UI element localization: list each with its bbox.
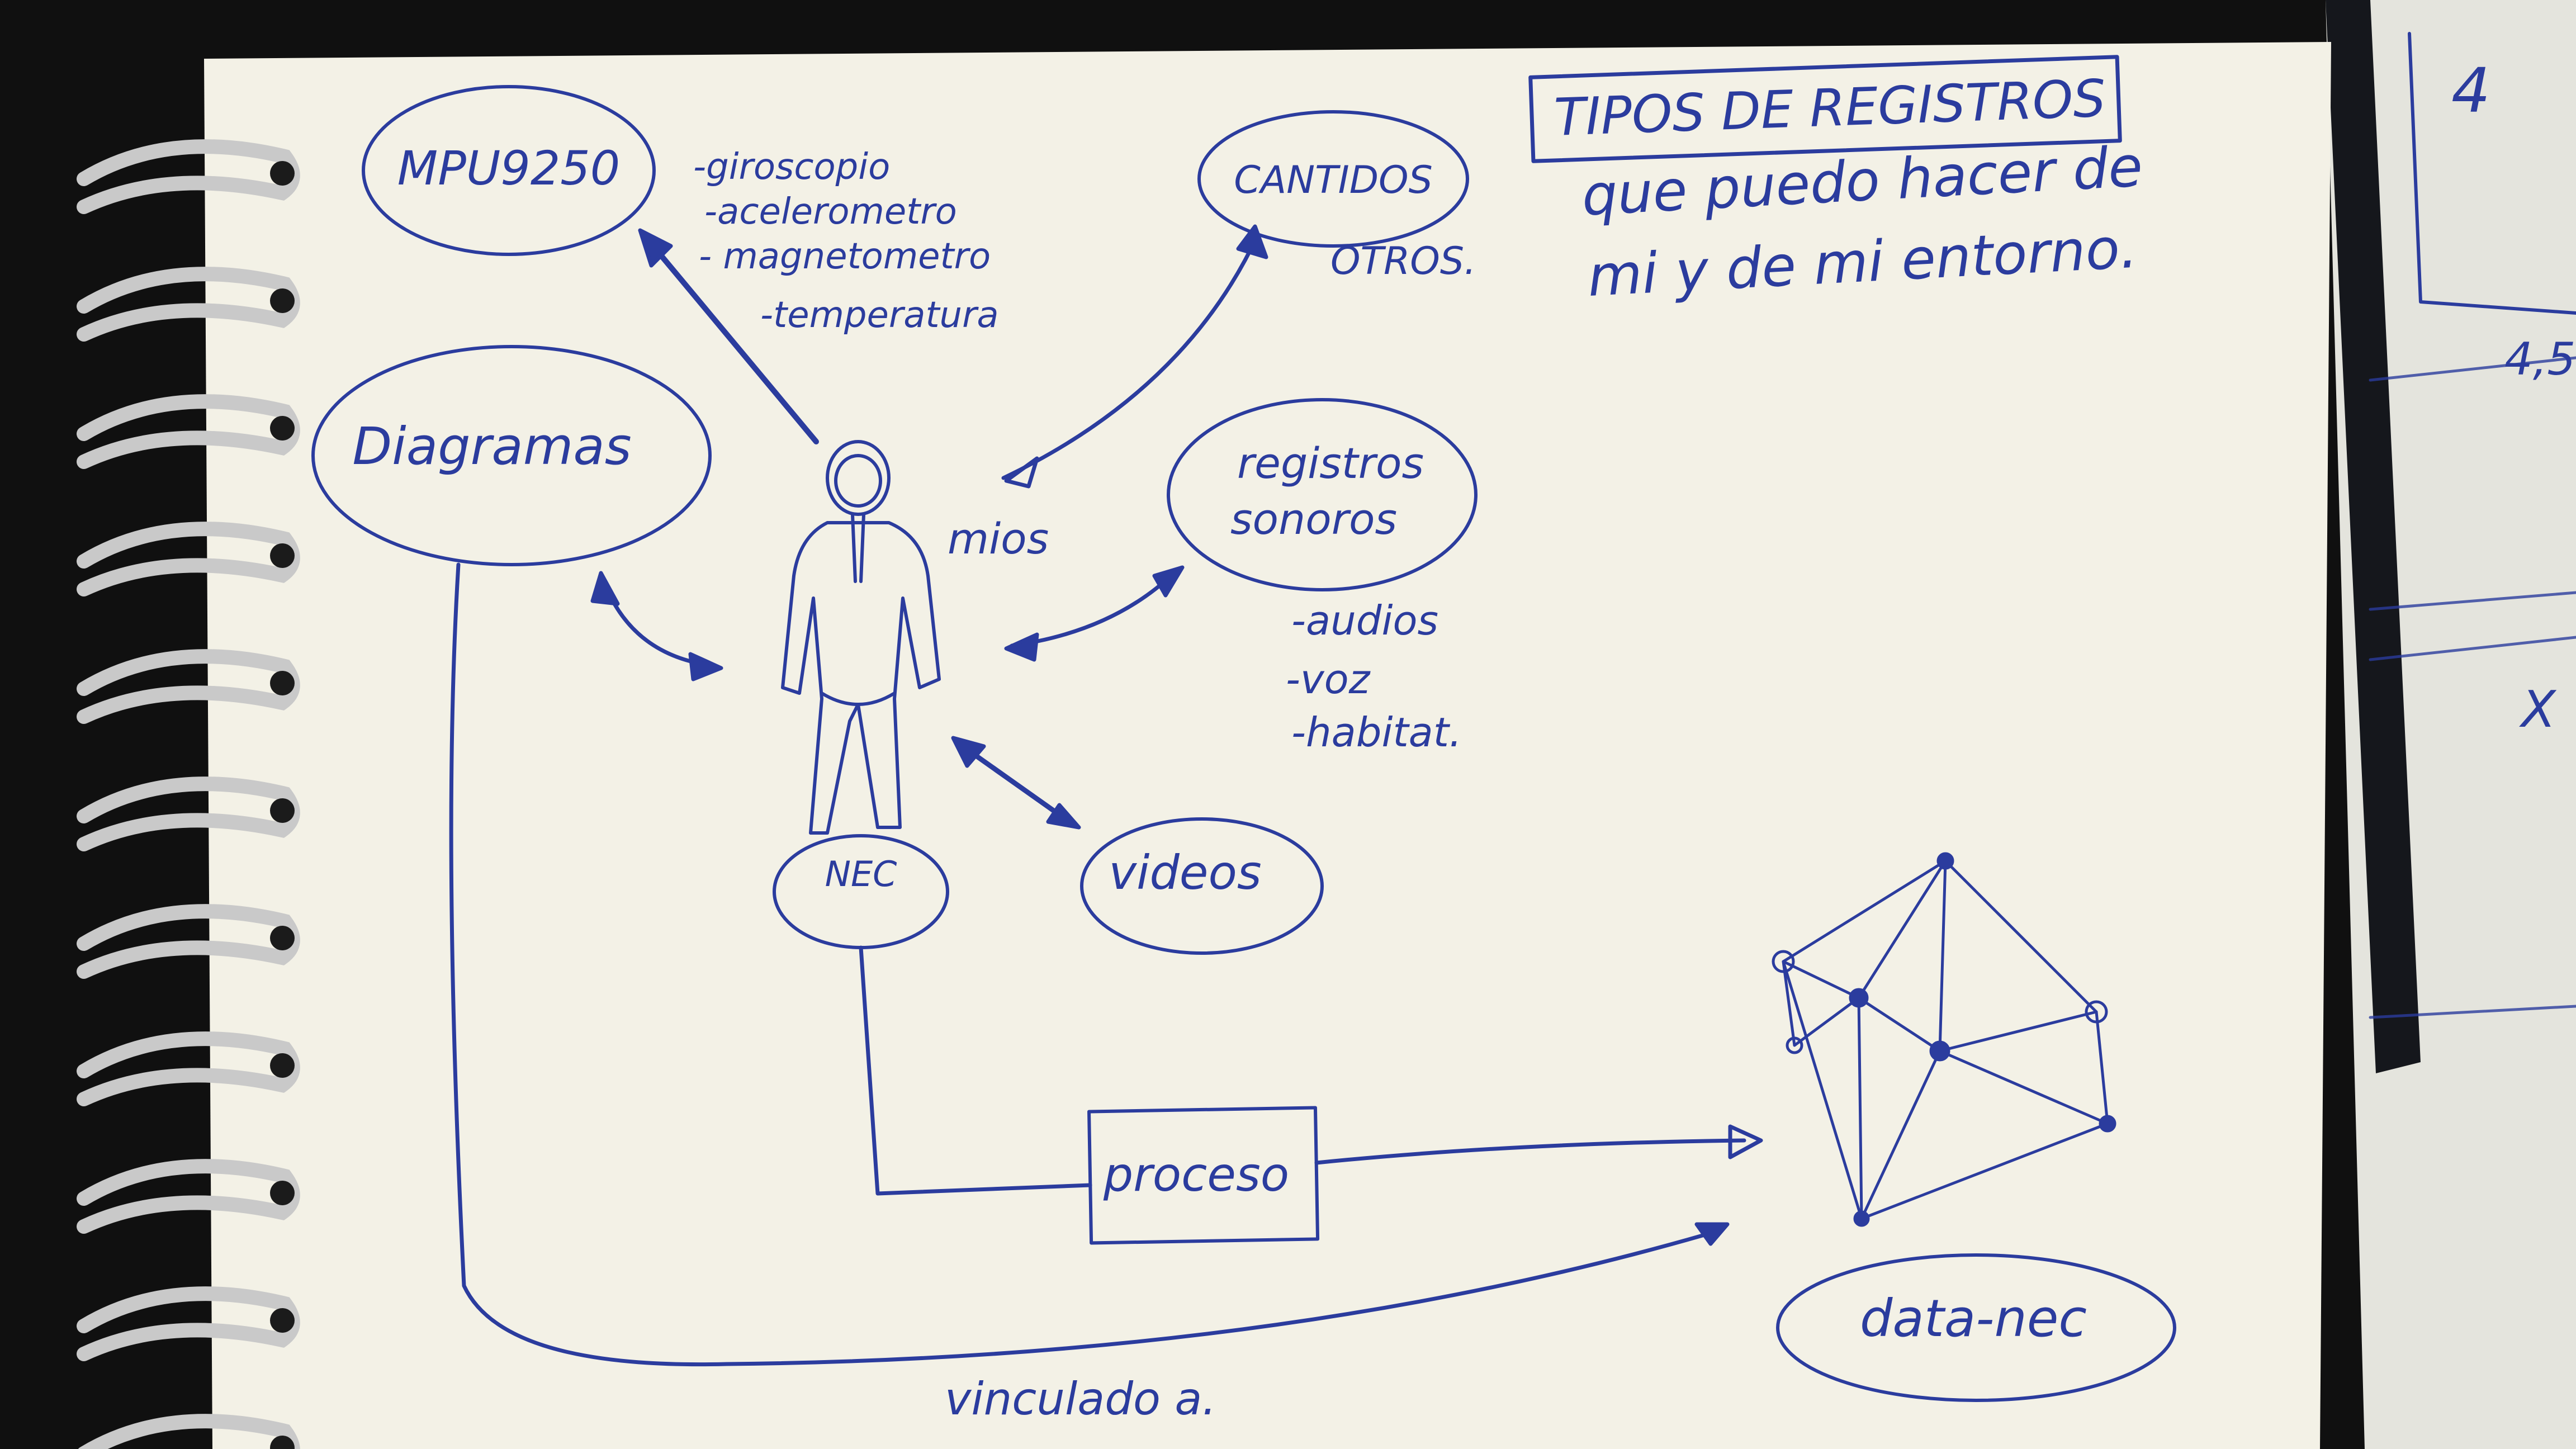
list-item: -audios — [1291, 597, 1438, 644]
arrowhead — [1004, 456, 1039, 489]
registros-node-label-line1: registros — [1237, 438, 1424, 488]
binding-hole — [270, 671, 295, 695]
mpu-sensor-list: -giroscopio -acelerometro - magnetometro… — [693, 146, 999, 336]
proceso-box-label: proceso — [1103, 1147, 1289, 1202]
data-nec-node-label: data-nec — [1860, 1289, 2087, 1348]
arrow-figure-to-cantidos — [1001, 233, 1260, 480]
registros-node-ellipse — [1167, 398, 1478, 591]
arrowhead — [688, 652, 723, 681]
edge-number-4: 4 — [2451, 55, 2490, 126]
network-graph-icon — [1772, 852, 2116, 1227]
notebook-back-cover — [2326, 0, 2421, 1073]
arrowhead — [1694, 1222, 1730, 1246]
binding-hole — [270, 926, 295, 950]
background-sketch-line — [2369, 356, 2576, 1019]
binding-hole — [270, 1436, 295, 1449]
videos-node-label: videos — [1109, 845, 1261, 900]
diagramas-node-ellipse — [311, 345, 712, 566]
binding-hole — [270, 543, 295, 568]
data-nec-node-ellipse — [1776, 1253, 2176, 1402]
background-sketch-line — [2408, 32, 2576, 315]
binding-hole — [270, 1053, 295, 1078]
arrowhead — [1728, 1124, 1763, 1159]
spiral-ring — [78, 1414, 300, 1449]
arrow-proceso-to-network — [1314, 1138, 1746, 1165]
diagramas-node-label: Diagramas — [352, 416, 631, 476]
mios-label: mios — [948, 514, 1049, 564]
proceso-box — [1087, 1106, 1320, 1245]
list-item: -acelerometro — [704, 191, 957, 233]
binding-hole — [270, 288, 295, 313]
binding-hole — [270, 416, 295, 441]
arrowhead — [1004, 632, 1039, 662]
binding-hole — [270, 798, 295, 823]
spiral-binding — [77, 139, 300, 1449]
list-item: -temperatura — [760, 295, 999, 336]
arrow-figure-to-mpu — [646, 238, 819, 444]
connector-nec-to-proceso — [859, 945, 1092, 1196]
arrowhead — [951, 736, 986, 768]
title-box — [1528, 55, 2122, 163]
edge-mark-x: X — [2519, 680, 2557, 739]
cantidos-node-label: CANTIDOS — [1234, 158, 1433, 202]
arrowhead — [638, 228, 673, 268]
cantidos-node-ellipse — [1197, 110, 1469, 248]
arrowhead — [590, 571, 620, 606]
edge-number-45: 4,5 — [2504, 333, 2575, 385]
connector-diagramas-to-network — [449, 562, 1724, 1367]
arrowhead — [1046, 803, 1081, 830]
human-figure-icon — [781, 440, 941, 835]
registros-node-label-line2: sonoros — [1230, 494, 1397, 544]
background-sheet — [2326, 0, 2576, 1449]
list-item: - magnetometro — [699, 236, 991, 277]
vinculado-label: vinculado a. — [945, 1373, 1216, 1425]
paper-page — [204, 42, 2331, 1449]
nec-node-label: NEC — [825, 854, 898, 894]
otros-label: OTROS. — [1330, 239, 1476, 283]
binding-hole — [270, 161, 295, 186]
mpu-node-ellipse — [362, 85, 656, 256]
mpu-node-label: MPU9250 — [397, 141, 620, 196]
list-item: -habitat. — [1291, 709, 1462, 756]
list-item: -giroscopio — [693, 146, 890, 188]
binding-hole — [270, 1181, 295, 1205]
arrowhead — [1236, 224, 1268, 259]
videos-node-ellipse — [1080, 817, 1324, 955]
sonoros-list: -audios -voz -habitat. — [1286, 597, 1462, 756]
arrowhead — [1152, 565, 1185, 598]
binding-hole — [270, 1308, 295, 1333]
list-item: -voz — [1286, 656, 1371, 703]
